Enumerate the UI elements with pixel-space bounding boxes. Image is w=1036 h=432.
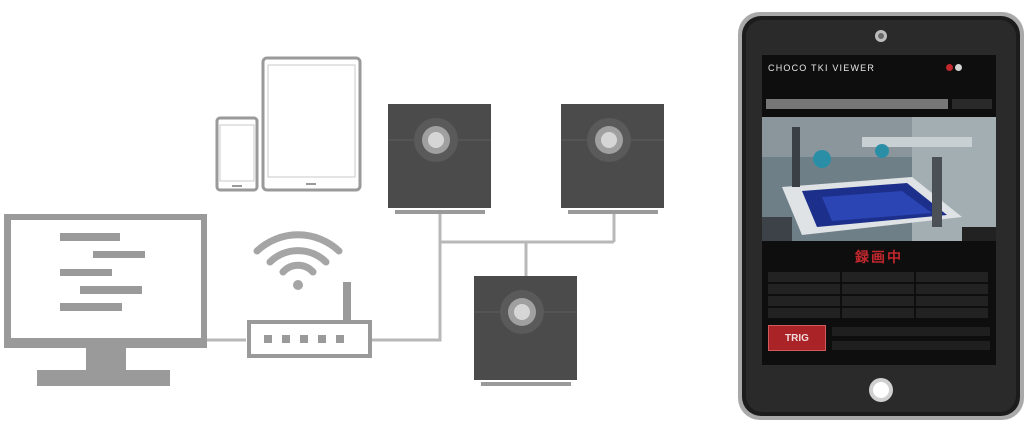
settings-cell[interactable] xyxy=(842,272,914,282)
tablet-icon xyxy=(261,56,362,192)
trigger-info-line xyxy=(832,341,990,350)
settings-cell[interactable] xyxy=(768,308,840,318)
video-feed xyxy=(762,117,996,241)
trigger-info-line xyxy=(832,327,990,336)
settings-cell[interactable] xyxy=(916,308,988,318)
app-title: CHOCO TKI VIEWER xyxy=(768,63,876,73)
camera-icon xyxy=(474,276,577,386)
settings-grid xyxy=(768,272,990,320)
wifi-icon xyxy=(253,231,343,290)
monitor-icon xyxy=(4,214,207,386)
stop-dot-icon xyxy=(955,64,962,71)
settings-cell[interactable] xyxy=(768,296,840,306)
settings-cell[interactable] xyxy=(768,284,840,294)
settings-row xyxy=(768,296,990,306)
progress-button[interactable] xyxy=(952,99,992,109)
info-bar xyxy=(766,82,992,90)
settings-row xyxy=(768,308,990,318)
settings-cell[interactable] xyxy=(842,296,914,306)
settings-cell[interactable] xyxy=(842,308,914,318)
trigger-button[interactable]: TRIG xyxy=(768,325,826,351)
viewer-screen: CHOCO TKI VIEWER 録画中 xyxy=(762,55,996,365)
settings-cell[interactable] xyxy=(916,272,988,282)
settings-cell[interactable] xyxy=(916,284,988,294)
router-camera-link xyxy=(372,212,442,342)
record-indicator xyxy=(946,64,968,72)
connection-lines xyxy=(206,212,616,342)
settings-cell[interactable] xyxy=(768,272,840,282)
record-dot-icon xyxy=(946,64,953,71)
settings-row xyxy=(768,284,990,294)
settings-cell[interactable] xyxy=(916,296,988,306)
camera-icon xyxy=(561,104,664,214)
smartphone-icon xyxy=(215,116,259,192)
settings-row xyxy=(768,272,990,282)
settings-cell[interactable] xyxy=(842,284,914,294)
camera-icon xyxy=(388,104,491,214)
progress-bar[interactable] xyxy=(766,99,948,109)
router-icon xyxy=(247,282,372,358)
recording-status: 録画中 xyxy=(855,249,903,265)
